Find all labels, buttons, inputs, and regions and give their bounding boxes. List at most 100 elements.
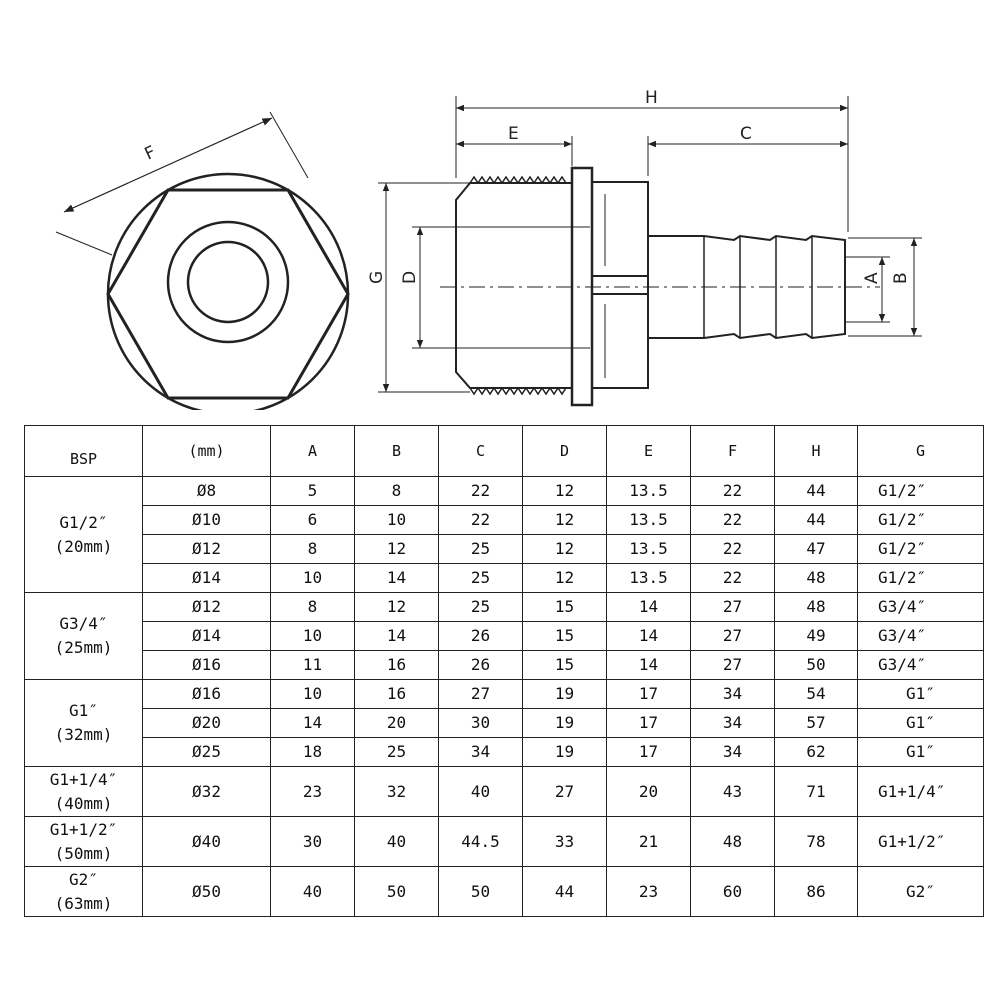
thread-teeth-bottom bbox=[469, 386, 567, 396]
header-b: B bbox=[354, 425, 439, 477]
table-cell: G1/2″ bbox=[857, 534, 984, 564]
table-cell: 19 bbox=[522, 679, 607, 709]
bsp-size: G3/4″ bbox=[59, 614, 108, 633]
table-cell: 10 bbox=[354, 505, 439, 535]
table-cell: Ø12 bbox=[142, 534, 271, 564]
table-cell: 30 bbox=[270, 816, 355, 867]
table-cell: 86 bbox=[774, 866, 858, 917]
table-cell: 71 bbox=[774, 766, 858, 817]
bsp-mm: (32mm) bbox=[54, 725, 113, 744]
table-cell: 49 bbox=[774, 621, 858, 651]
table-cell: 13.5 bbox=[606, 534, 691, 564]
table-cell: 30 bbox=[438, 708, 523, 738]
fitting-drawing: F bbox=[55, 88, 922, 410]
table-cell: 12 bbox=[354, 534, 439, 564]
label-H: H bbox=[645, 88, 658, 108]
table-cell: 8 bbox=[270, 592, 355, 622]
bsp-mm: (40mm) bbox=[54, 793, 113, 813]
table-cell: 44.5 bbox=[438, 816, 523, 867]
threaded-body bbox=[455, 182, 573, 389]
label-C: C bbox=[740, 124, 752, 144]
table-cell: 22 bbox=[690, 534, 775, 564]
table-cell: Ø14 bbox=[142, 563, 271, 593]
bsp-mm: (50mm) bbox=[54, 843, 113, 863]
table-cell: 27 bbox=[690, 621, 775, 651]
table-cell: 40 bbox=[270, 866, 355, 917]
table-cell: G2″ bbox=[857, 866, 984, 917]
table-cell: 12 bbox=[522, 563, 607, 593]
table-cell: 34 bbox=[690, 679, 775, 709]
table-cell: 13.5 bbox=[606, 505, 691, 535]
outer-circle bbox=[106, 172, 350, 410]
table-cell: 33 bbox=[522, 816, 607, 867]
table-cell: 26 bbox=[438, 621, 523, 651]
table-cell: 17 bbox=[606, 737, 691, 767]
table-cell: 43 bbox=[690, 766, 775, 817]
table-cell: 60 bbox=[690, 866, 775, 917]
label-B: B bbox=[891, 272, 911, 284]
table-cell: 15 bbox=[522, 621, 607, 651]
side-view bbox=[440, 166, 880, 407]
header-mm: (mm) bbox=[142, 425, 271, 477]
table-cell: 62 bbox=[774, 737, 858, 767]
table-cell: 8 bbox=[354, 476, 439, 506]
table-cell: 22 bbox=[690, 563, 775, 593]
table-cell: 14 bbox=[354, 563, 439, 593]
table-cell: 22 bbox=[690, 505, 775, 535]
table-cell: 20 bbox=[606, 766, 691, 817]
table-cell: 27 bbox=[522, 766, 607, 817]
bsp-size: G1″ bbox=[69, 701, 98, 720]
table-cell: 19 bbox=[522, 708, 607, 738]
table-cell: 14 bbox=[606, 621, 691, 651]
table-cell: 57 bbox=[774, 708, 858, 738]
table-cell: 54 bbox=[774, 679, 858, 709]
dim-line-F bbox=[63, 117, 273, 213]
table-cell: G1/2″ bbox=[857, 505, 984, 535]
table-header-row: BSP (mm) A B C D E F H G bbox=[24, 425, 984, 477]
table-cell: G1+1/2″ bbox=[857, 816, 984, 867]
header-bsp: BSP bbox=[24, 425, 143, 477]
table-cell: 12 bbox=[522, 505, 607, 535]
table-cell: Ø40 bbox=[142, 816, 271, 867]
table-cell: Ø16 bbox=[142, 679, 271, 709]
table-cell: 14 bbox=[354, 621, 439, 651]
table-cell: 32 bbox=[354, 766, 439, 817]
thread-teeth-top bbox=[469, 175, 567, 185]
bsp-mm: (20mm) bbox=[54, 536, 113, 556]
bsp-size: G2″ bbox=[69, 869, 98, 889]
bsp-mm: (25mm) bbox=[54, 638, 113, 657]
header-c: C bbox=[438, 425, 523, 477]
table-cell: 16 bbox=[354, 650, 439, 680]
table-cell: 5 bbox=[270, 476, 355, 506]
table-cell: Ø12 bbox=[142, 592, 271, 622]
header-e: E bbox=[606, 425, 691, 477]
table-cell: 47 bbox=[774, 534, 858, 564]
bsp-size: G1+1/2″ bbox=[49, 819, 118, 839]
table-cell: 22 bbox=[690, 476, 775, 506]
table-cell: 44 bbox=[522, 866, 607, 917]
table-cell: 25 bbox=[354, 737, 439, 767]
header-g: G bbox=[857, 425, 984, 477]
table-cell: 44 bbox=[774, 476, 858, 506]
table-cell: Ø8 bbox=[142, 476, 271, 506]
table-cell: G1+1/4″ bbox=[857, 766, 984, 817]
table-cell: 40 bbox=[354, 816, 439, 867]
bsp-mm: (63mm) bbox=[54, 893, 113, 913]
bore-inner-circle bbox=[186, 240, 270, 324]
header-a: A bbox=[270, 425, 355, 477]
bore-outer-circle bbox=[166, 220, 290, 344]
table-cell: 27 bbox=[690, 592, 775, 622]
table-cell: 10 bbox=[270, 679, 355, 709]
table-cell: 15 bbox=[522, 592, 607, 622]
table-cell: 25 bbox=[438, 563, 523, 593]
table-cell: 20 bbox=[354, 708, 439, 738]
table-cell: 26 bbox=[438, 650, 523, 680]
table-cell: 15 bbox=[522, 650, 607, 680]
